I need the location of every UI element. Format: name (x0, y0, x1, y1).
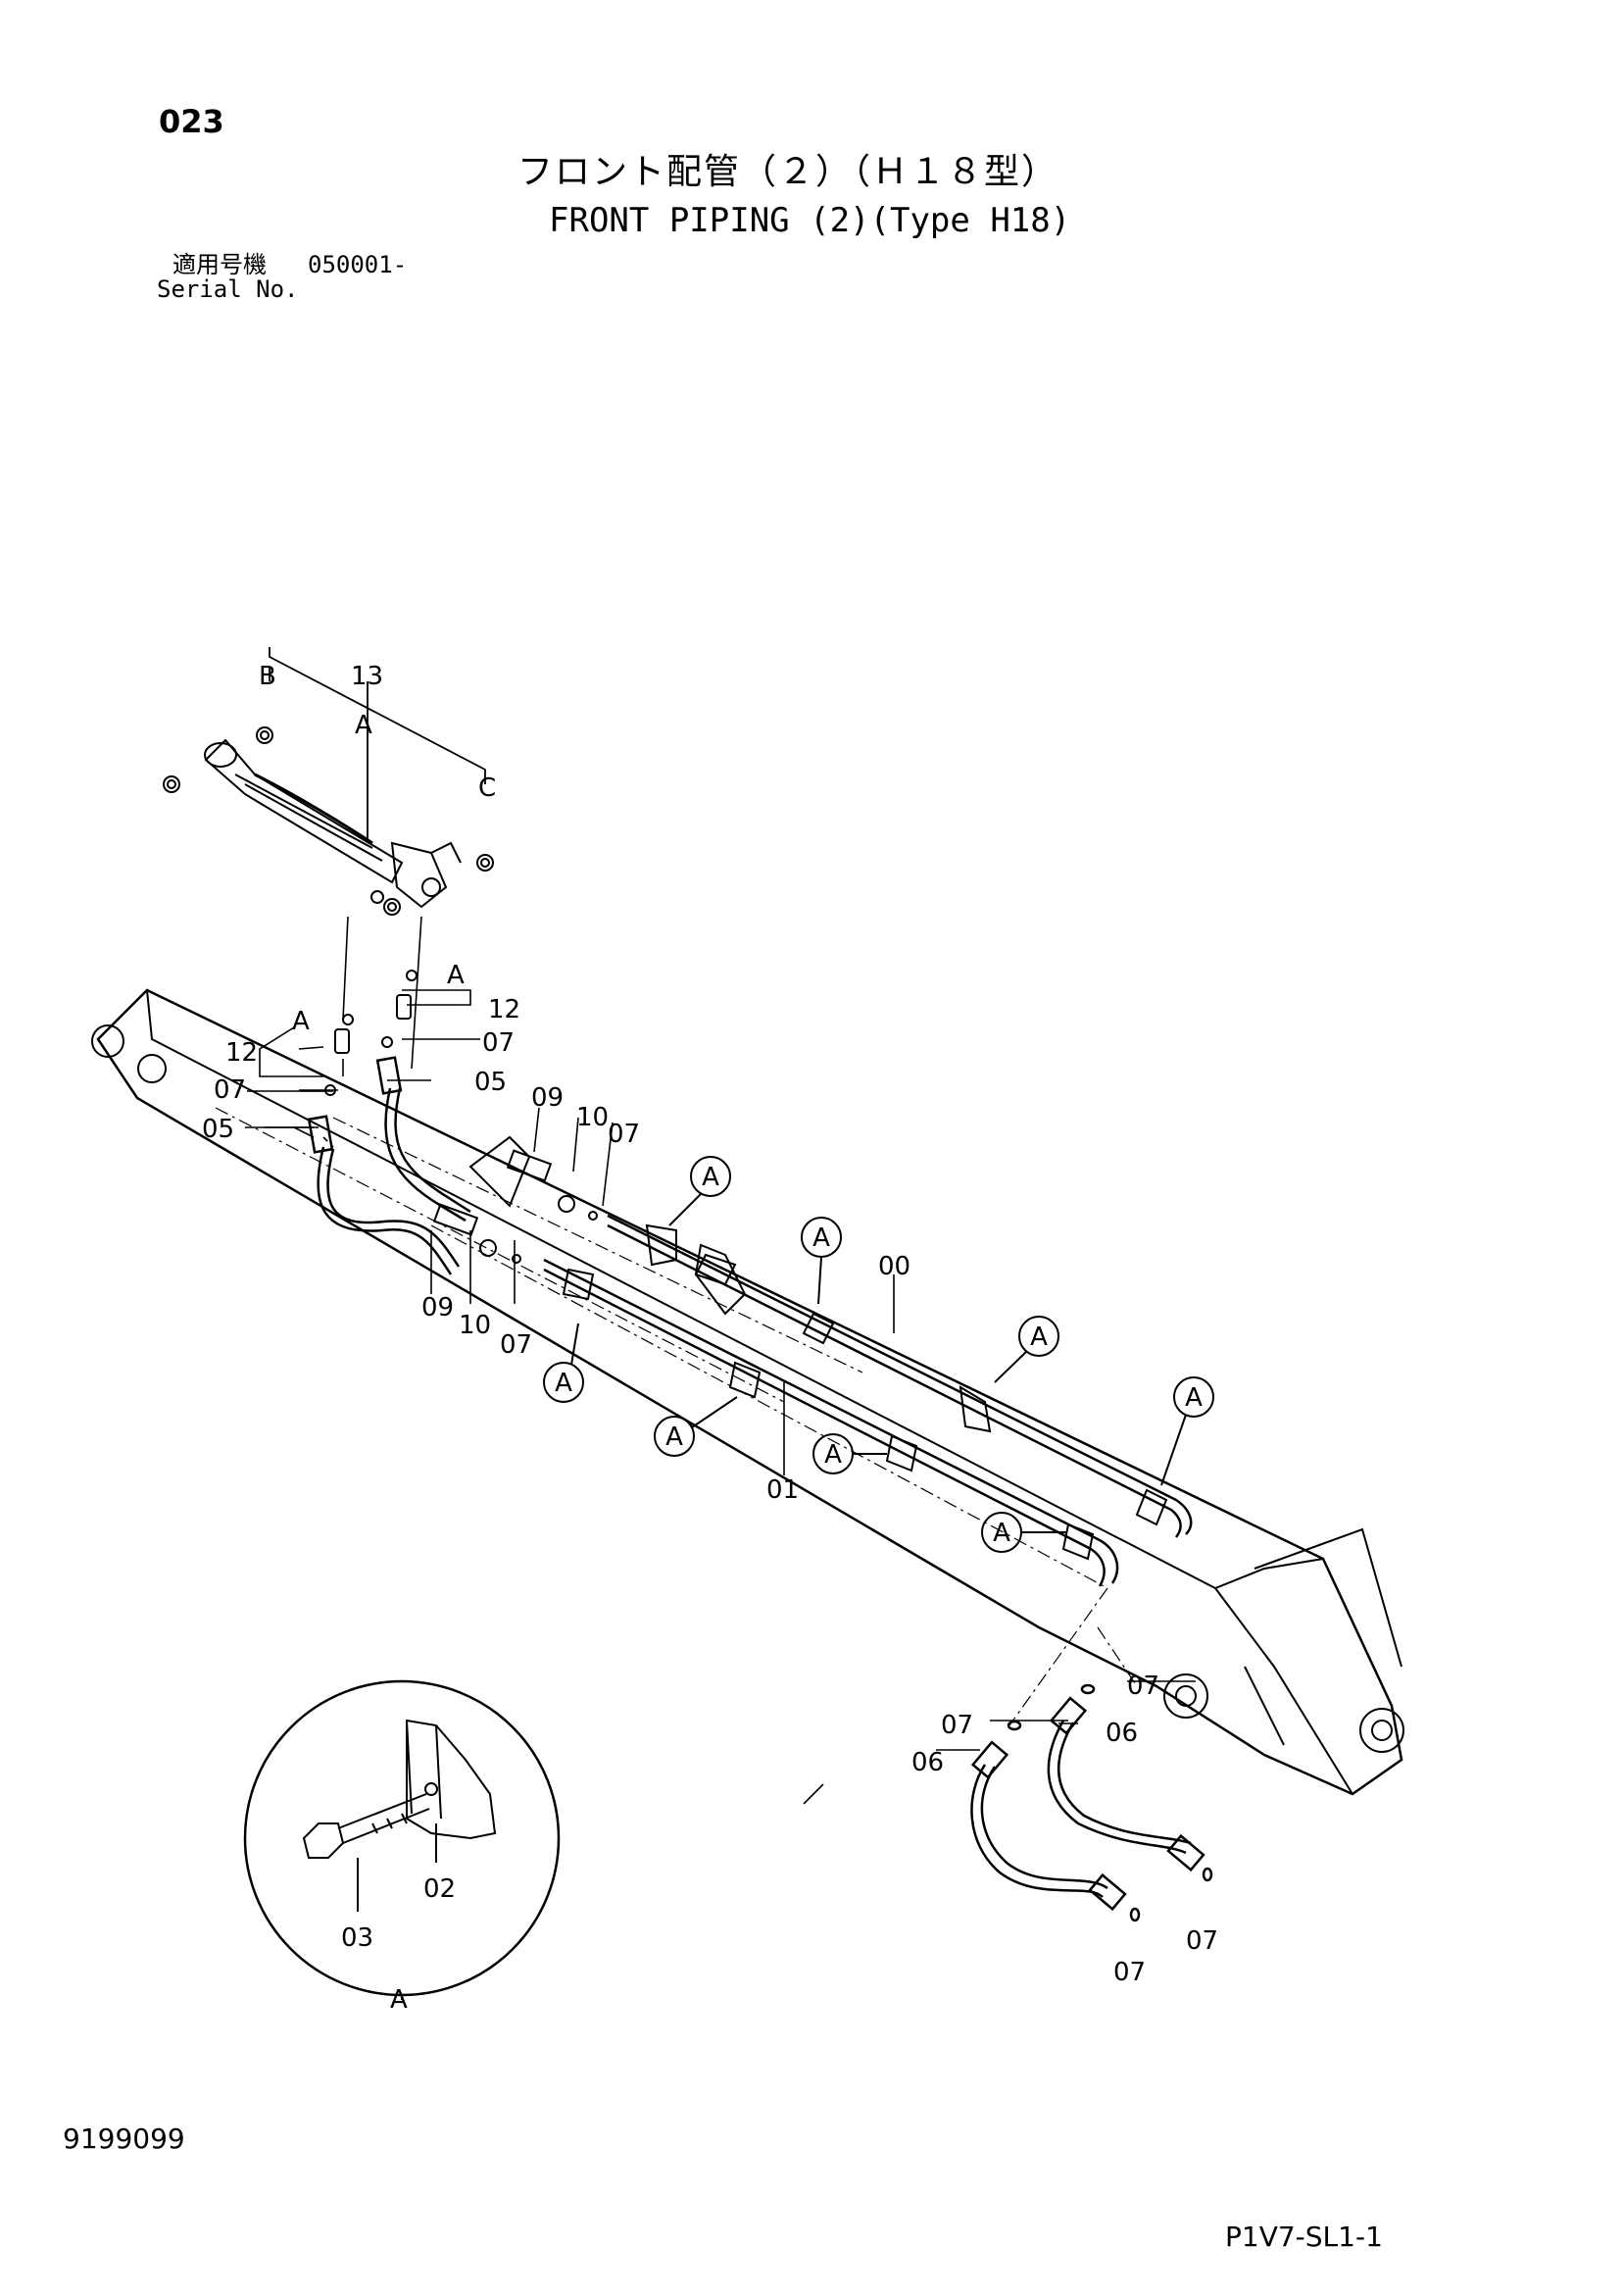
callout-b: B (259, 662, 276, 691)
ref-circle-label: A (824, 1440, 842, 1470)
callout-07: 07 (608, 1120, 640, 1149)
callout-labels: B 13 A C A 12 A 12 07 05 07 05 09 10 07 … (202, 662, 1218, 2015)
ref-circle-label: A (702, 1163, 719, 1192)
title-english: FRONT PIPING (2)(Type H18) (549, 201, 1071, 240)
callout-10: 10 (459, 1311, 491, 1340)
callout-07: 07 (482, 1028, 515, 1058)
cylinder-assembly (163, 726, 494, 916)
callout-12: 12 (225, 1038, 258, 1068)
serial-label-english: Serial No. (157, 275, 299, 303)
ref-circle-label: A (812, 1223, 830, 1253)
callout-00: 00 (878, 1252, 910, 1281)
callout-07: 07 (214, 1075, 246, 1105)
ref-circle-a (654, 1396, 738, 1457)
callout-07: 07 (1127, 1672, 1159, 1701)
callout-01: 01 (766, 1475, 799, 1505)
callout-09: 09 (531, 1083, 564, 1113)
title-japanese: フロント配管（２）（Ｈ１８型） (517, 152, 1059, 192)
ref-circle-label: A (665, 1423, 683, 1452)
ref-circle-a (801, 1217, 842, 1305)
ref-circle-a (812, 1433, 887, 1474)
ref-circle-label: A (1185, 1383, 1203, 1413)
ref-circle-label: A (555, 1369, 572, 1398)
pipe-clamps (562, 1223, 1168, 1561)
callout-05: 05 (474, 1068, 507, 1097)
callout-a: A (355, 711, 372, 740)
pipe-00 (607, 1214, 1193, 1538)
callout-07: 07 (1186, 1926, 1218, 1956)
callout-c: C (478, 774, 496, 803)
centerlines (215, 1107, 1138, 1726)
ref-circle-a (981, 1512, 1066, 1553)
bracket-13 (269, 647, 486, 843)
ref-circle-a (994, 1316, 1059, 1383)
callout-09: 09 (421, 1293, 454, 1323)
detail-view-a (243, 1679, 561, 2000)
ref-circle-a (668, 1156, 731, 1226)
callout-a: A (447, 961, 465, 990)
callout-13: 13 (351, 662, 383, 691)
document-number: 9199099 (63, 2122, 185, 2155)
callout-07: 07 (1113, 1958, 1146, 1987)
callout-07: 07 (941, 1711, 973, 1740)
callout-06: 06 (911, 1748, 944, 1777)
ref-circle-label: A (1030, 1323, 1048, 1352)
ref-circle-a (1160, 1376, 1214, 1486)
callout-a: A (390, 1985, 408, 2015)
callout-a: A (292, 1007, 310, 1036)
callout-02: 02 (423, 1874, 456, 1904)
hose-06-assemblies (970, 1683, 1213, 1922)
boom-outline (91, 988, 1404, 1796)
callout-03: 03 (341, 1923, 373, 1953)
ref-circles (543, 1156, 1214, 1553)
callout-06: 06 (1106, 1719, 1138, 1748)
callout-10: 10 (576, 1103, 609, 1132)
ref-circle-labels: A A A A A A A A (555, 1163, 1203, 1548)
callout-07: 07 (500, 1330, 532, 1360)
callout-05: 05 (202, 1115, 234, 1144)
pipe-01 (543, 1258, 1119, 1587)
ref-circle-label: A (993, 1519, 1010, 1548)
serial-value: 050001- (308, 251, 408, 278)
leader-lines (245, 916, 1196, 1805)
page-number: 023 (159, 103, 224, 140)
fittings-left (324, 970, 598, 1264)
ref-circle-a (543, 1323, 584, 1403)
hose-05-assemblies (307, 1056, 471, 1275)
callout-12: 12 (488, 995, 520, 1024)
serial-label-japanese: 適用号機 (172, 251, 267, 278)
sheet-code: P1V7-SL1-1 (1225, 2221, 1383, 2253)
